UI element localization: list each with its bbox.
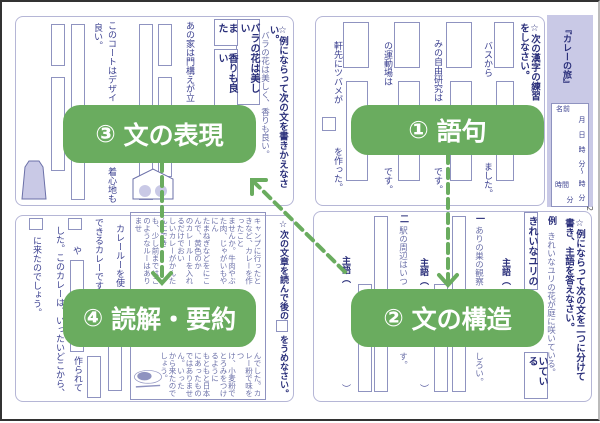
passage-line: から来たのでしょう。 [159,352,178,397]
ending: です。 [432,167,442,194]
answer-box [158,24,172,66]
question-text: に来たのでしょう。 [31,236,41,317]
question-text: や [71,246,81,255]
month-label: 月 [578,116,586,123]
answer-box [29,218,43,230]
ending: を作った。 [332,147,342,192]
instruction: ☆例にならって次の文を書きかえなさい。 [267,25,289,188]
page-number: 2 [585,206,594,212]
minute-label: 分～ [578,160,586,174]
label-number: ② [383,304,404,332]
label-text: 文の表現 [123,121,224,150]
passage-lower: んでした。カレー粉で味をつ け、小麦粉でとろみをつけるように もともと日本にあっ… [159,352,263,397]
instruction: ☆例にならって次の文を二つに分けて書き、主語を答えなさい。 [563,218,585,381]
example-answer: 香りも良い [214,49,238,106]
question-end: 着心地も [106,167,116,203]
answer-box [87,356,101,398]
small-box [322,117,336,131]
example-answer: バラの花は美しい [236,19,260,105]
question: このコートはデザイ [106,21,116,102]
label-number: ④ [82,304,104,332]
q1-sentence: ありの巣の観察 [473,226,484,286]
ending: です。 [382,167,392,194]
passage-line: ませんか。牛肉やぶた肉、じゃがいもやにん [210,217,237,285]
day-label: 日 [578,131,586,138]
hour-label: 時 [578,180,586,187]
q1-end: しろい。 [473,352,484,386]
passage-line: んでした。カレー粉で味をつ [236,352,262,397]
kanji-box [494,22,514,68]
minutes-label: 分 [566,196,574,203]
question-text: カレールーを使 [114,224,124,287]
label-number: ③ [95,120,116,148]
instruction: ☆次の文章を読んで後の [278,220,288,320]
label-structure: ② 文の構造 [352,290,543,346]
sentence: みの自由研究は [432,39,442,102]
passage-line: しいカレーがかんたんにでき [159,217,178,285]
label-text: 文の構造 [411,305,512,334]
passage-line: キャンプに行ったときなど、カレーを作ったこと [236,217,262,285]
worksheet-title: 『カレーの旅』 [561,25,571,88]
subject-label: 主語（ [340,256,350,283]
example-sentence: きれいなユリの花が庭に咲いている。 [545,232,556,377]
example-answer: きれいなユリの [524,212,538,290]
passage-line: たまねぎなどをにこんで、黄色のか [193,217,212,285]
sentence: バスから [482,41,492,77]
minute-label: 分 [578,194,586,201]
curry-illustration [134,370,162,388]
label-vocabulary: ① 語句 [352,106,543,154]
house-illustration [132,168,174,200]
q2-label: 二 [398,214,408,223]
label-number: ① [408,116,429,144]
example-label: 例 [546,216,556,225]
sentence: 軒先にツバメが [332,41,342,104]
example-answer: また [214,19,238,46]
instruction-end: をうめなさい。 [278,335,288,398]
subject-close: ） [340,384,350,393]
name-time-box: 名前 月 日 時 分～ 時 分 時間 分 [551,103,589,207]
answer-box [51,77,65,171]
name-label: 名前 [556,105,570,113]
subject-label: 主語（ [418,258,428,285]
question-text: した。このカレーは、いったいどこから、 [54,226,64,397]
label-text: 読解・要約 [111,305,237,334]
q1-label: 一 [474,214,484,223]
sentence: の運動場は [382,41,392,86]
label-text: 語句 [436,117,487,146]
passage-line: も、少し前まではこのようなルーはありませ [134,217,160,285]
q2-end: す。 [397,352,408,369]
answer-box [68,218,82,230]
question-tail: 良い。 [92,23,102,50]
passage-line: もともと日本にあったものではありません。いった [176,352,212,397]
reading-passage-box: キャンプに行ったときなど、カレーを作ったこと ませんか。牛肉やぶた肉、じゃがいも… [130,212,266,400]
subject-close: ） [418,384,428,393]
instruction: ☆次の漢字の練習をしなさい。 [518,23,540,101]
subject-label: 主語（ [500,258,510,285]
question: あの家は門構えが立 [184,21,194,102]
label-expression: ③ 文の表現 [64,106,255,162]
blank-box [276,320,288,332]
kanji-box [446,22,472,68]
ending: ました。 [482,162,492,198]
passage-upper: キャンプに行ったときなど、カレーを作ったこと ませんか。牛肉やぶた肉、じゃがいも… [134,217,262,289]
passage-line: のカレールーを入れるだけでおい [176,217,195,285]
kanji-box [394,22,420,68]
time-label: 時間 [555,181,569,189]
hour-label: 時 [578,146,586,153]
question-text: できるカレーです [93,218,103,290]
example-sentence: バラの花は美しく、香りも良い。 [259,31,270,159]
coat-illustration [21,160,47,200]
label-reading: ④ 読解・要約 [64,290,255,346]
title-sidebar: 『カレーの旅』 名前 月 日 時 分～ 時 分 時間 分 [547,15,593,207]
question-text: 作られて [72,356,82,392]
passage-line: け、小麦粉でとろみをつけるように [210,352,237,397]
answer-box [51,24,65,66]
q2-sentence: 駅の周辺はいつ [397,226,408,286]
kanji-box [343,22,369,68]
example-answer: いている [524,352,548,399]
